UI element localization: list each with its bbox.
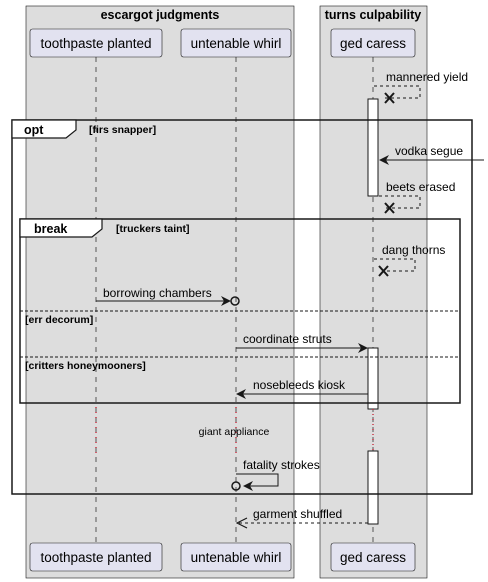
participant-bottom-untenable-whirl[interactable]: untenable whirl xyxy=(180,542,292,572)
message-label: beets erased xyxy=(386,180,455,194)
fragment-opt: opt [firs snapper] xyxy=(11,119,473,495)
lost-x-icon xyxy=(384,92,395,104)
participant-label: untenable whirl xyxy=(191,36,282,51)
message-coordinate-struts[interactable]: coordinate struts xyxy=(236,332,368,353)
fragment-opt-guard: [firs snapper] xyxy=(89,124,156,136)
fragment-break-guard: [truckers taint] xyxy=(116,223,190,235)
circle-end-icon xyxy=(231,481,241,491)
message-mannered-yield[interactable]: mannered yield xyxy=(374,70,468,104)
box-title-turns-culpability: turns culpability xyxy=(325,8,422,22)
participant-bottom-toothpaste-planted[interactable]: toothpaste planted xyxy=(29,542,163,572)
participant-top-toothpaste-planted[interactable]: toothpaste planted xyxy=(29,28,163,58)
message-label: mannered yield xyxy=(386,70,468,84)
activation-ged-caress-1 xyxy=(367,98,379,197)
participant-top-untenable-whirl[interactable]: untenable whirl xyxy=(180,28,292,58)
participant-top-ged-caress[interactable]: ged caress xyxy=(330,28,416,58)
message-nosebleeds-kiosk[interactable]: nosebleeds kiosk xyxy=(236,378,368,399)
message-beets-erased[interactable]: beets erased xyxy=(379,180,455,214)
message-label: coordinate struts xyxy=(243,332,332,346)
message-label: vodka segue xyxy=(395,144,463,158)
message-vodka-segue[interactable]: vodka segue xyxy=(379,144,484,165)
fragment-break-keyword: break xyxy=(34,222,67,236)
message-label: fatality strokes xyxy=(243,458,320,472)
participant-bottom-ged-caress[interactable]: ged caress xyxy=(330,542,416,572)
fragment-break: break [truckers taint] [err decorum] [cr… xyxy=(19,218,461,404)
participant-label: untenable whirl xyxy=(191,550,282,565)
fragment-section-guard: [err decorum] xyxy=(25,314,93,326)
message-garment-shuffled[interactable]: garment shuffled xyxy=(237,507,368,523)
participant-label: toothpaste planted xyxy=(40,36,151,51)
message-label: dang thorns xyxy=(382,243,445,257)
lost-x-icon xyxy=(378,265,389,277)
activation-ged-caress-3 xyxy=(367,450,379,525)
participant-label: ged caress xyxy=(340,36,406,51)
lost-x-icon xyxy=(384,202,395,214)
message-label: garment shuffled xyxy=(253,507,342,521)
message-label: nosebleeds kiosk xyxy=(253,378,346,392)
circle-end-icon xyxy=(230,296,240,306)
divider-label: giant appliance xyxy=(199,426,270,438)
message-borrowing-chambers[interactable]: borrowing chambers xyxy=(96,286,240,306)
box-title-escargot-judgments: escargot judgments xyxy=(101,8,220,22)
message-fatality-strokes[interactable]: fatality strokes xyxy=(231,458,320,491)
divider-giant-appliance: giant appliance xyxy=(95,407,374,453)
fragment-section-guard: [critters honeymooners] xyxy=(25,360,146,372)
message-label: borrowing chambers xyxy=(103,286,212,300)
participant-label: toothpaste planted xyxy=(40,550,151,565)
fragment-opt-keyword: opt xyxy=(24,123,44,137)
message-dang-thorns[interactable]: dang thorns xyxy=(374,243,445,277)
participant-label: ged caress xyxy=(340,550,406,565)
